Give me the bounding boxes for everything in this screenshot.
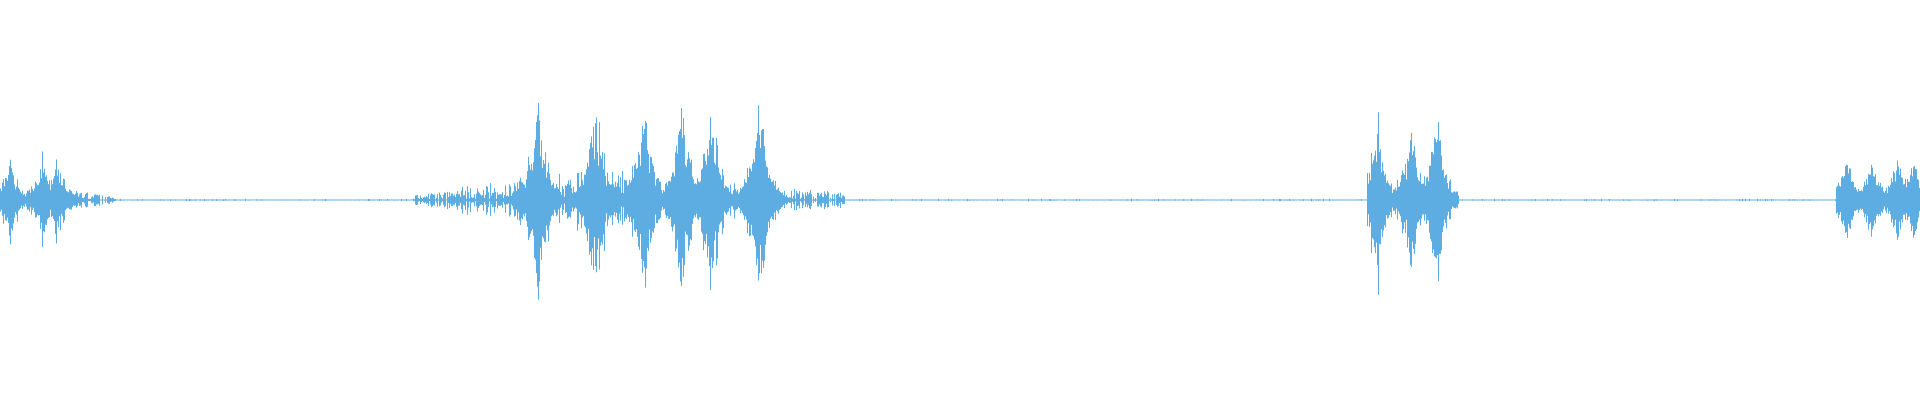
waveform-quiet-2	[845, 198, 1367, 202]
waveform-quiet-3	[1459, 198, 1836, 202]
waveform-burst-1	[0, 151, 115, 248]
waveform-burst-3	[1367, 112, 1459, 295]
waveform-layer	[0, 103, 1920, 300]
waveform-quiet-1	[115, 198, 413, 202]
waveform-burst-2	[413, 103, 845, 300]
waveform-burst-4	[1836, 160, 1920, 241]
